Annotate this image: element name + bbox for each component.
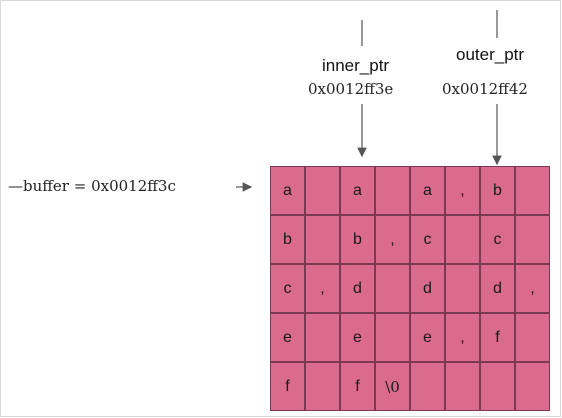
memory-cell [375,264,410,313]
string-separator [409,166,411,362]
outer-ptr-name: outer_ptr [456,45,525,64]
memory-cell: c [480,215,515,264]
memory-cell: f [270,362,305,411]
memory-cell: d [410,264,445,313]
memory-cell [305,215,340,264]
memory-cell: c [270,264,305,313]
memory-cell: d [480,264,515,313]
memory-cell [480,362,515,411]
memory-cell [375,166,410,215]
memory-cell [445,215,480,264]
memory-cell: a [410,166,445,215]
inner-ptr-address: 0x0012ff3e [308,80,394,98]
memory-cell: a [270,166,305,215]
memory-cell: \0 [375,362,410,411]
memory-cell [305,166,340,215]
memory-cell [305,313,340,362]
memory-cell [515,166,550,215]
memory-cell: a [340,166,375,215]
memory-cell: e [340,313,375,362]
memory-cell: f [480,313,515,362]
outer-ptr-address: 0x0012ff42 [442,80,528,98]
memory-cell [445,362,480,411]
memory-cell: , [515,264,550,313]
memory-cell [410,362,445,411]
memory-cell: b [340,215,375,264]
memory-cell [515,313,550,362]
memory-cell: e [270,313,305,362]
memory-cell: c [410,215,445,264]
memory-cell: , [445,313,480,362]
memory-cell: b [270,215,305,264]
memory-cell: b [480,166,515,215]
memory-cell: , [445,166,480,215]
memory-cell: , [375,215,410,264]
inner-ptr-name: inner_ptr [322,56,390,75]
memory-cell: d [340,264,375,313]
buffer-label: —buffer = 0x0012ff3c [8,177,176,195]
memory-cell [515,362,550,411]
memory-cell: e [410,313,445,362]
memory-cell [445,264,480,313]
memory-cell: f [340,362,375,411]
memory-cell [375,313,410,362]
memory-cell: , [305,264,340,313]
memory-cell [515,215,550,264]
memory-cell [305,362,340,411]
